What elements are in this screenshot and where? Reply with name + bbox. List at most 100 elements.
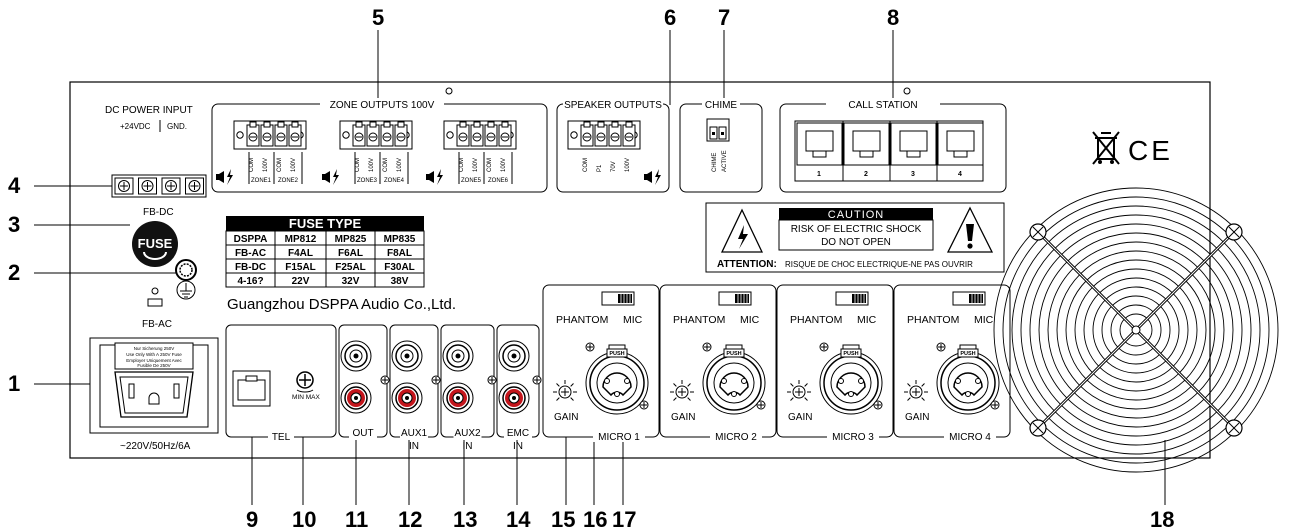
- zone-name-label: ZONE5: [461, 178, 482, 184]
- min-max-label: MIN MAX: [292, 394, 320, 401]
- warn-line-3: Employer Uniquement Avec: [126, 358, 182, 363]
- zone-pin-label: 100V: [291, 158, 297, 172]
- callout-7: 7: [718, 5, 730, 30]
- phantom-switch[interactable]: [952, 291, 986, 306]
- fan-mount-screw-icon: [1225, 223, 1243, 241]
- micro-name-label: MICRO 4: [949, 432, 991, 443]
- zone-pin-label: COM: [487, 158, 493, 172]
- rj45-port[interactable]: [937, 122, 984, 166]
- tel-jack[interactable]: [232, 370, 271, 407]
- zone-name-label: ZONE1: [251, 178, 272, 184]
- rca-jack-white[interactable]: [498, 340, 530, 372]
- tel-level-knob[interactable]: [296, 371, 314, 393]
- rca-jack-red[interactable]: [340, 382, 372, 414]
- zone-terminal-block[interactable]: [233, 120, 307, 150]
- zone-pin-label: 100V: [397, 158, 403, 172]
- zone-terminal-block[interactable]: [443, 120, 517, 150]
- ground-symbol-icon: [176, 280, 196, 300]
- attention-label: ATTENTION:: [717, 259, 777, 270]
- callout-16: 16: [583, 507, 607, 531]
- fuse-table-cell: F25AL: [335, 262, 366, 273]
- fuse-table-cell: 22V: [292, 276, 310, 287]
- chime-connector[interactable]: [706, 118, 730, 142]
- cooling-fan: [993, 187, 1279, 473]
- gain-knob[interactable]: [904, 380, 928, 401]
- power-led: [151, 287, 159, 295]
- mic-label: MIC: [974, 314, 994, 326]
- speaker-terminal-block[interactable]: [567, 120, 641, 150]
- ac-fuse-holder[interactable]: [175, 259, 197, 281]
- fuse-holder[interactable]: FUSE: [132, 221, 178, 267]
- rca-jack-white[interactable]: [442, 340, 474, 372]
- ac-rating-label: ~220V/50Hz/6A: [120, 441, 191, 452]
- fuse-table-cell: 38V: [391, 276, 409, 287]
- rca-jack-white[interactable]: [340, 340, 372, 372]
- micro-name-label: MICRO 3: [832, 432, 874, 443]
- phantom-switch[interactable]: [601, 291, 635, 306]
- fb-ac-label: FB-AC: [142, 319, 172, 330]
- rca-jack-white[interactable]: [391, 340, 423, 372]
- gnd-label: GND.: [167, 122, 187, 131]
- gain-knob[interactable]: [787, 380, 811, 401]
- attention-text: RISQUE DE CHOC ELECTRIQUE-NE PAS OUVRIR: [785, 260, 973, 269]
- port-number-label: 4: [958, 171, 962, 178]
- phantom-switch[interactable]: [718, 291, 752, 306]
- rca-jack-red[interactable]: [391, 382, 423, 414]
- input-label: OUT: [352, 428, 373, 439]
- zone-pin-label: COM: [383, 158, 389, 172]
- zone-terminal-block[interactable]: [339, 120, 413, 150]
- zone-name-label: ZONE2: [278, 178, 299, 184]
- input-sub-label: IN: [463, 441, 473, 452]
- push-label: PUSH: [726, 351, 741, 357]
- phantom-switch[interactable]: [835, 291, 869, 306]
- callout-2: 2: [8, 260, 20, 285]
- fuse-table-cell: MP812: [285, 234, 317, 245]
- rca-jack-red[interactable]: [442, 382, 474, 414]
- xlr-combo-jack[interactable]: PUSH: [819, 344, 883, 415]
- fuse-table-cell: FB-AC: [235, 248, 266, 259]
- speaker-pin-label: P1: [597, 164, 603, 172]
- phantom-label: PHANTOM: [556, 314, 608, 326]
- phantom-label: PHANTOM: [907, 314, 959, 326]
- fuse-label: FUSE: [138, 236, 173, 251]
- fan-mount-screw-icon: [1029, 419, 1047, 437]
- input-sub-label: IN: [409, 441, 419, 452]
- fuse-table-title: FUSE TYPE: [289, 216, 362, 231]
- rj45-port[interactable]: [796, 122, 843, 166]
- push-label: PUSH: [960, 351, 975, 357]
- exclamation-warning-icon: [946, 206, 994, 253]
- zone-pin-label: 100V: [501, 158, 507, 172]
- xlr-combo-jack[interactable]: PUSH: [936, 344, 1000, 415]
- tel-group: TEL MIN MAX: [225, 324, 337, 443]
- speaker-warning-icon: [216, 169, 233, 185]
- zone-name-label: ZONE6: [488, 178, 509, 184]
- rj45-port[interactable]: [890, 122, 937, 166]
- callout-13: 13: [453, 507, 477, 531]
- rca-jack-red[interactable]: [498, 382, 530, 414]
- callout-11: 11: [345, 507, 368, 531]
- fuse-table-cell: 4-16?: [237, 276, 263, 287]
- dc-terminal-block[interactable]: [111, 174, 207, 198]
- zone-pin-label: COM: [277, 158, 283, 172]
- gain-knob[interactable]: [553, 380, 577, 401]
- zone-pin-label: COM: [459, 158, 465, 172]
- gain-knob[interactable]: [670, 380, 694, 401]
- rj45-port[interactable]: [843, 122, 890, 166]
- gain-label: GAIN: [905, 412, 929, 423]
- micro-channel-4: PHANTOM MIC GAIN PUSH MICRO 4: [893, 284, 1011, 443]
- phantom-label: PHANTOM: [790, 314, 842, 326]
- company-name: Guangzhou DSPPA Audio Co.,Ltd.: [227, 296, 456, 313]
- xlr-combo-jack[interactable]: PUSH: [585, 344, 649, 415]
- caution-line-1: RISK OF ELECTRIC SHOCK: [791, 224, 922, 235]
- vdc-label: +24VDC: [120, 122, 151, 131]
- mic-label: MIC: [857, 314, 877, 326]
- fuse-table-cell: F30AL: [384, 262, 415, 273]
- ac-power-inlet[interactable]: Nur Sicherung 250V Use Only With A 250V …: [89, 337, 219, 434]
- xlr-combo-jack[interactable]: PUSH: [702, 344, 766, 415]
- fuse-table-cell: F4AL: [288, 248, 313, 259]
